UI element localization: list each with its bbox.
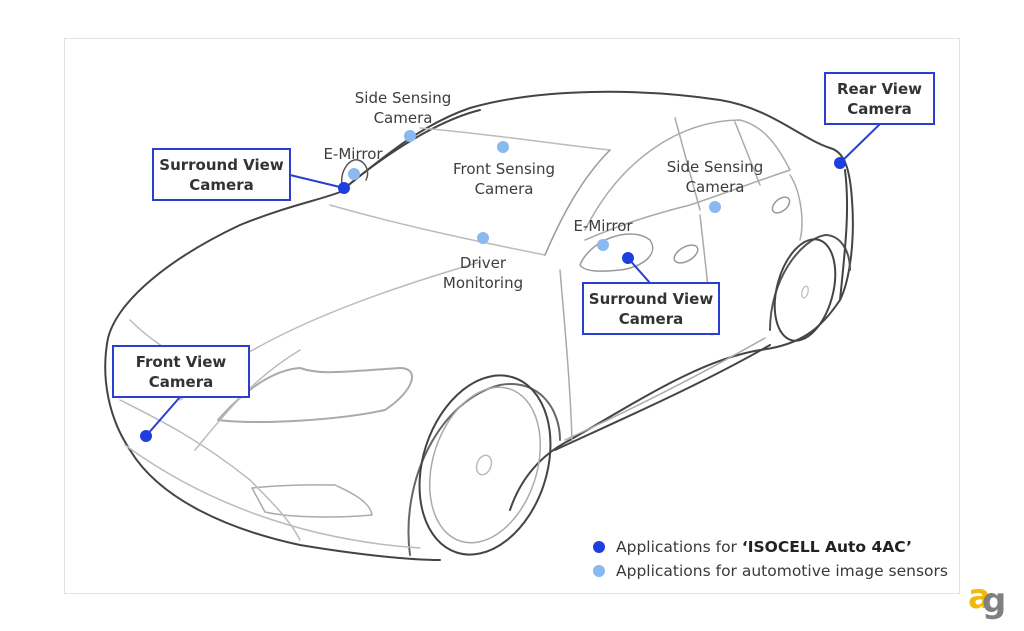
- label-side-sensing-left: Side Sensing Camera: [348, 88, 458, 128]
- e-mirror-left: [341, 159, 369, 186]
- e-mirror-left-dot: [348, 168, 360, 180]
- secondary-dot-icon: [593, 565, 605, 577]
- label-line: Driver: [459, 254, 507, 272]
- e-mirror-right-dot: [597, 239, 609, 251]
- car-body-outline: [104, 90, 854, 561]
- label-line: Side Sensing: [354, 89, 452, 107]
- side-sensing-left-dot: [404, 130, 416, 142]
- rear-wheel: [773, 238, 837, 342]
- label-line: Front Sensing: [453, 160, 555, 178]
- label-line: Side Sensing: [666, 158, 764, 176]
- legend-item-isocell: Applications for ‘ISOCELL Auto 4AC’: [593, 535, 948, 559]
- surround-view-left-dot: [338, 182, 350, 194]
- label-line: Camera: [373, 109, 433, 127]
- leader-surround-left: [289, 174, 345, 189]
- hood-line: [329, 204, 546, 256]
- callout-line: Camera: [847, 100, 912, 118]
- label-line: Monitoring: [442, 274, 524, 292]
- driver-monitoring-dot: [477, 232, 489, 244]
- front-wheel: [418, 374, 552, 556]
- callout-front-view-camera: Front View Camera: [112, 345, 250, 398]
- rear-wheel-arch: [769, 234, 851, 331]
- callout-rear-view-camera: Rear View Camera: [824, 72, 935, 125]
- side-sill: [554, 344, 771, 451]
- legend-text: Applications for: [616, 538, 742, 556]
- fog-light: [251, 484, 373, 518]
- ag-logo: a g: [968, 580, 1008, 620]
- front-sensing-dot: [497, 141, 509, 153]
- callout-line: Surround View: [159, 156, 284, 174]
- surround-view-right-dot: [622, 252, 634, 264]
- callout-line: Surround View: [588, 290, 714, 308]
- diagram-frame: [64, 38, 960, 594]
- headlight: [217, 367, 413, 423]
- logo-letter-a: a: [968, 577, 991, 617]
- side-window: [584, 119, 791, 241]
- legend-text-bold: ‘ISOCELL Auto 4AC’: [741, 538, 913, 556]
- leader-front-view: [145, 396, 181, 437]
- callout-line: Front View: [135, 353, 227, 371]
- legend-text: Applications for automotive image sensor…: [616, 562, 948, 580]
- e-mirror-right: [579, 233, 654, 272]
- side-sensing-right-dot: [709, 201, 721, 213]
- callout-surround-view-right: Surround View Camera: [582, 282, 720, 335]
- legend: Applications for ‘ISOCELL Auto 4AC’ Appl…: [593, 535, 948, 583]
- label-front-sensing: Front Sensing Camera: [446, 159, 562, 199]
- label-e-mirror-left: E-Mirror: [323, 145, 383, 163]
- front-wheel-arch: [407, 383, 561, 556]
- label-driver-monitoring: Driver Monitoring: [438, 253, 528, 293]
- primary-dot-icon: [593, 541, 605, 553]
- label-line: Camera: [685, 178, 745, 196]
- callout-surround-view-left: Surround View Camera: [152, 148, 291, 201]
- label-side-sensing-right: Side Sensing Camera: [660, 157, 770, 197]
- legend-item-automotive: Applications for automotive image sensor…: [593, 559, 948, 583]
- callout-line: Camera: [148, 373, 214, 391]
- front-view-camera-dot: [140, 430, 152, 442]
- callout-line: Rear View: [837, 80, 922, 98]
- logo-letter-g: g: [982, 581, 1007, 621]
- label-e-mirror-right: E-Mirror: [573, 217, 633, 235]
- label-line: Camera: [474, 180, 534, 198]
- leader-rear-view: [839, 123, 881, 164]
- callout-line: Camera: [189, 176, 254, 194]
- callout-line: Camera: [618, 310, 684, 328]
- rear-view-camera-dot: [834, 157, 846, 169]
